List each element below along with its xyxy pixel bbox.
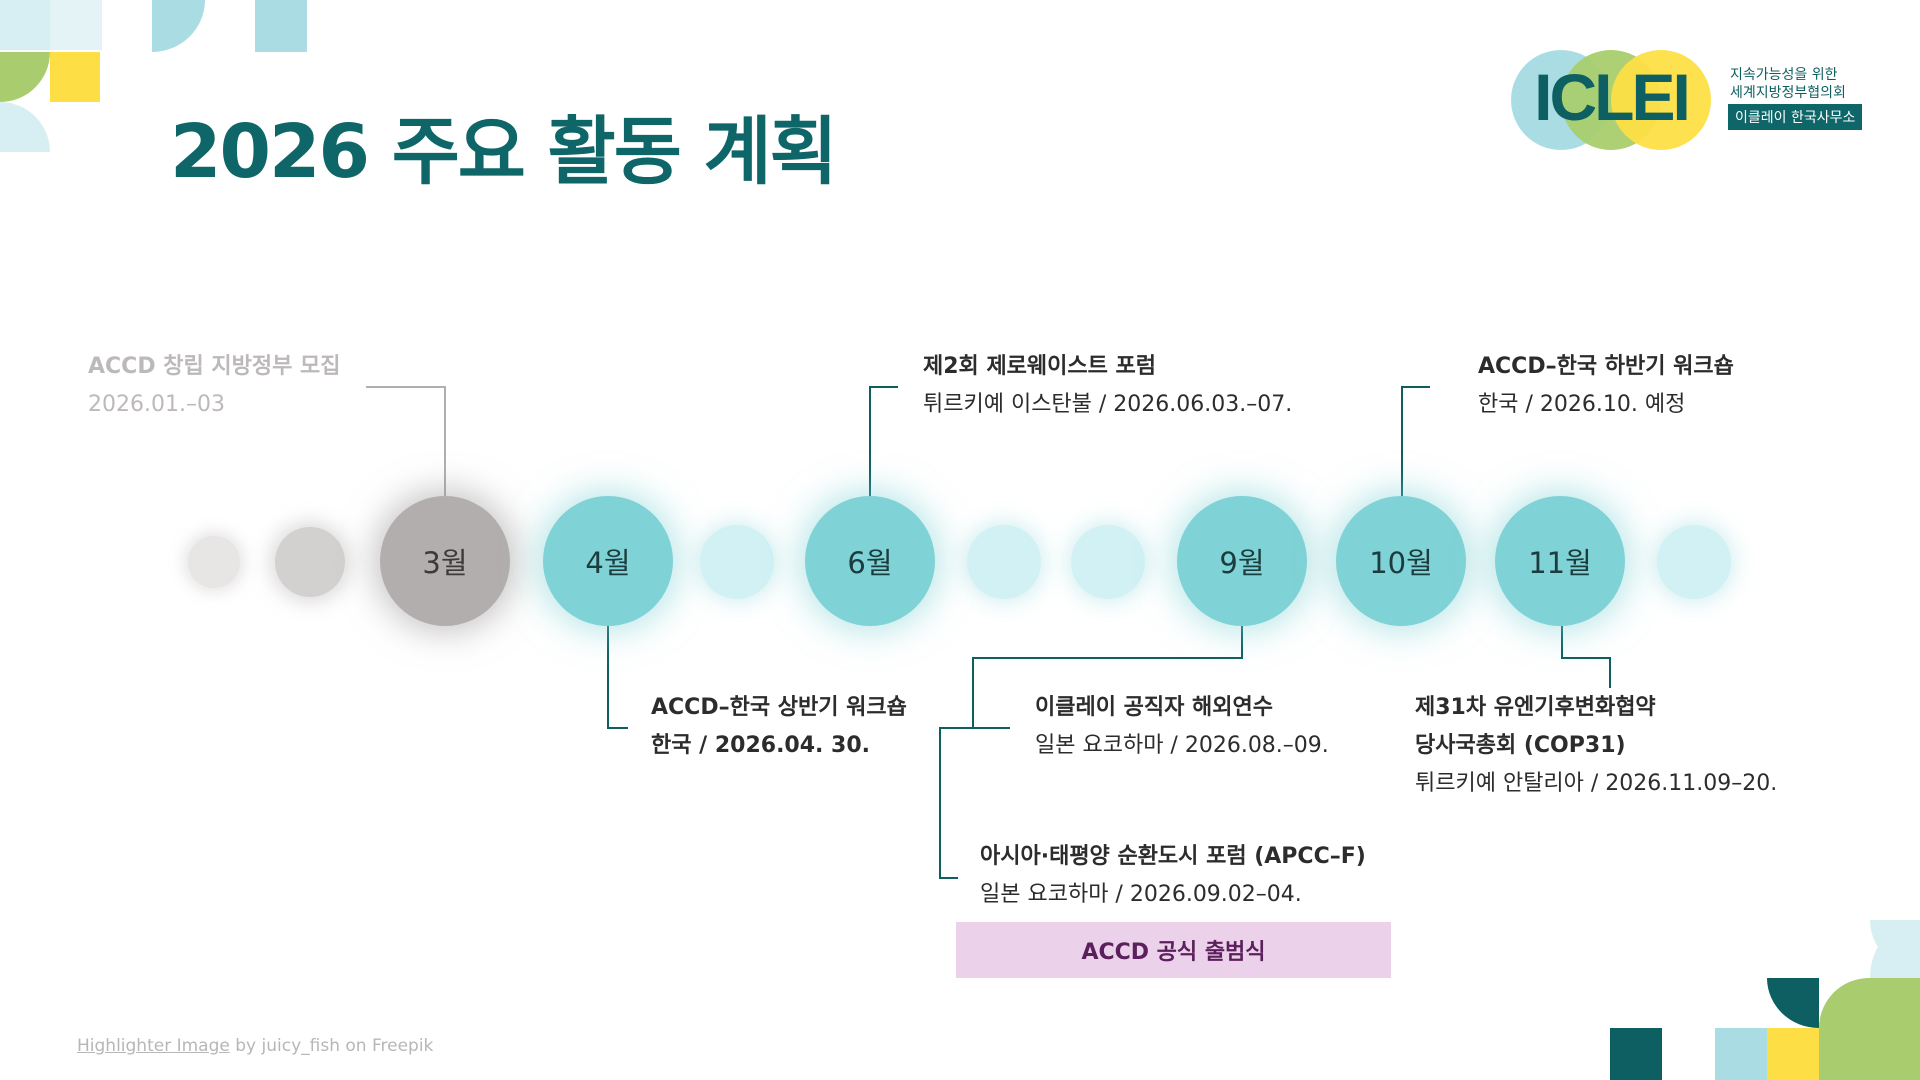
corner-decoration-bottom-right bbox=[1610, 920, 1920, 1080]
event-detail: 튀르키예 안탈리아 / 2026.11.09–20. bbox=[1415, 771, 1778, 796]
image-credit: Highlighter Image by juicy_fish on Freep… bbox=[77, 1036, 433, 1056]
month-april: 4월 bbox=[543, 496, 673, 626]
connector-11 bbox=[1561, 626, 1611, 688]
event-zero-waste-forum: 제2회 제로웨이스트 포럼 튀르키예 이스탄불 / 2026.06.03.–07… bbox=[923, 348, 1292, 424]
connector-6 bbox=[869, 386, 898, 496]
event-workshop-h1: ACCD–한국 상반기 워크숍 한국 / 2026.04. 30. bbox=[651, 689, 907, 765]
event-detail: 한국 / 2026.04. 30. bbox=[651, 733, 871, 758]
event-title: ACCD 창립 지방정부 모집 bbox=[88, 354, 341, 379]
event-overseas-training: 이클레이 공직자 해외연수 일본 요코하마 / 2026.08.–09. bbox=[1035, 689, 1329, 765]
event-detail: 일본 요코하마 / 2026.09.02–04. bbox=[980, 882, 1302, 907]
month-label: 10월 bbox=[1369, 546, 1433, 580]
connector-9 bbox=[972, 626, 1243, 729]
month-june: 6월 bbox=[805, 496, 935, 626]
event-detail: 일본 요코하마 / 2026.08.–09. bbox=[1035, 733, 1329, 758]
logo-badge: 이클레이 한국사무소 bbox=[1728, 104, 1863, 130]
event-title: ACCD–한국 하반기 워크숍 bbox=[1478, 354, 1734, 379]
credit-text: by juicy_fish on Freepik bbox=[229, 1036, 434, 1056]
month-label: 11월 bbox=[1528, 546, 1592, 580]
timeline-dot bbox=[1071, 525, 1145, 599]
timeline-dot bbox=[1657, 525, 1731, 599]
event-detail: 한국 / 2026.10. 예정 bbox=[1478, 392, 1686, 417]
month-march: 3월 bbox=[380, 496, 510, 626]
iclei-logo: ICLEI 지속가능성을 위한 세계지방정부협의회 이클레이 한국사무소 bbox=[1506, 48, 1886, 158]
timeline-dot bbox=[188, 536, 240, 588]
logo-tagline-line2: 세계지방정부협의회 bbox=[1730, 85, 1846, 101]
connector-3 bbox=[366, 386, 446, 496]
logo-tagline-line1: 지속가능성을 위한 bbox=[1730, 67, 1838, 83]
month-november: 11월 bbox=[1495, 496, 1625, 626]
connector-9b bbox=[939, 727, 973, 879]
event-accd-founding: ACCD 창립 지방정부 모집 2026.01.–03 bbox=[88, 348, 340, 424]
month-label: 3월 bbox=[422, 546, 468, 580]
event-title: 아시아·태평양 순환도시 포럼 (APCC–F) bbox=[980, 844, 1366, 869]
event-title-line1: 제31차 유엔기후변화협약 bbox=[1415, 695, 1656, 720]
accd-launch-highlight: ACCD 공식 출범식 bbox=[956, 922, 1391, 978]
month-label: 9월 bbox=[1219, 546, 1265, 580]
corner-decoration-top-left bbox=[0, 0, 307, 152]
event-apcc-forum: 아시아·태평양 순환도시 포럼 (APCC–F) 일본 요코하마 / 2026.… bbox=[980, 838, 1366, 914]
month-october: 10월 bbox=[1336, 496, 1466, 626]
page-title: 2026 주요 활동 계획 bbox=[170, 109, 838, 195]
connector-4 bbox=[607, 626, 628, 729]
month-label: 4월 bbox=[585, 546, 631, 580]
timeline-dot bbox=[275, 527, 345, 597]
logo-wordmark: ICLEI bbox=[1534, 60, 1691, 134]
timeline-dot bbox=[700, 525, 774, 599]
event-title-line2: 당사국총회 (COP31) bbox=[1415, 733, 1626, 758]
event-detail: 2026.01.–03 bbox=[88, 392, 225, 417]
event-title: ACCD–한국 상반기 워크숍 bbox=[651, 695, 907, 720]
connector-10 bbox=[1401, 386, 1430, 496]
event-detail: 튀르키예 이스탄불 / 2026.06.03.–07. bbox=[923, 392, 1293, 417]
event-cop31: 제31차 유엔기후변화협약 당사국총회 (COP31) 튀르키예 안탈리아 / … bbox=[1415, 689, 1777, 803]
event-title: 이클레이 공직자 해외연수 bbox=[1035, 695, 1273, 720]
month-september: 9월 bbox=[1177, 496, 1307, 626]
event-workshop-h2: ACCD–한국 하반기 워크숍 한국 / 2026.10. 예정 bbox=[1478, 348, 1734, 424]
credit-link[interactable]: Highlighter Image bbox=[77, 1036, 230, 1056]
iclei-logo-mark: ICLEI bbox=[1506, 48, 1716, 154]
timeline-dot bbox=[967, 525, 1041, 599]
event-title: 제2회 제로웨이스트 포럼 bbox=[923, 354, 1157, 379]
month-label: 6월 bbox=[847, 546, 893, 580]
